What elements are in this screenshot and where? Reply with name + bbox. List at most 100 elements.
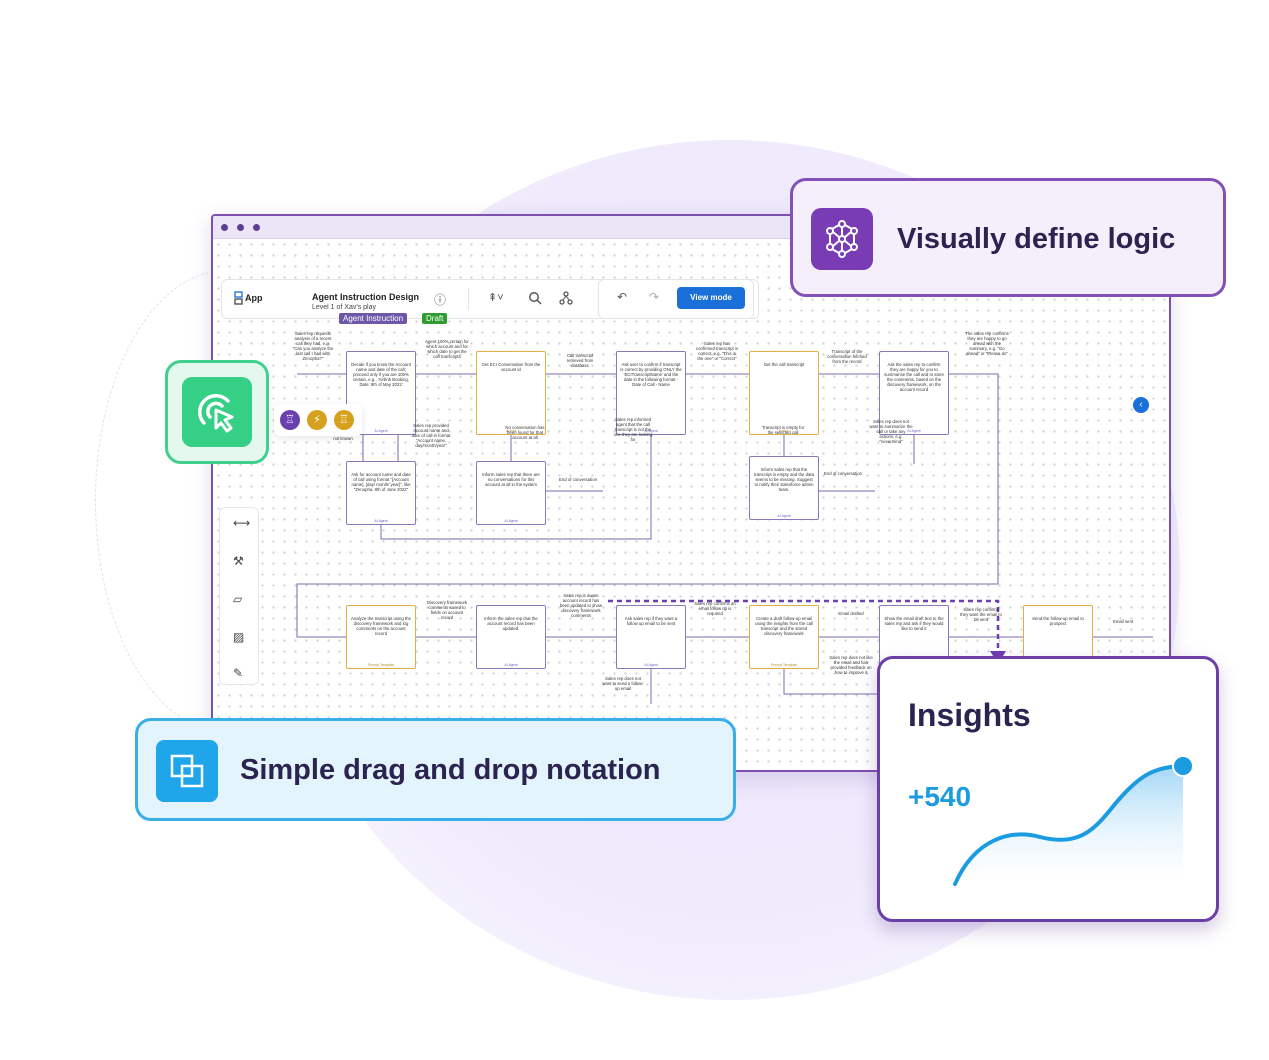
insights-value: +540: [908, 781, 972, 812]
app-window: App Agent Instruction Draft Agent Instru…: [211, 214, 1171, 772]
flow-node-type: AI Agent: [374, 429, 388, 433]
drag-drop-callout: Simple drag and drop notation: [135, 718, 736, 821]
flow-edge-label: End of conversation: [559, 477, 597, 482]
info-icon[interactable]: ⓘ: [434, 293, 447, 307]
document-title: Agent Instruction Design: [312, 292, 420, 302]
flow-node[interactable]: Ask sales rep if they want a follow up e…: [616, 605, 686, 669]
flow-edge-label: No conversation has been found for that …: [505, 425, 545, 440]
flow-node-text: Ask the sales rep to confirm they are ha…: [884, 362, 944, 392]
search-icon[interactable]: [528, 291, 542, 305]
flow-edge-label: Email sent: [1112, 619, 1134, 624]
flow-node-type: Prompt Template: [770, 663, 798, 667]
hammer-tool-icon[interactable]: ⚒: [233, 554, 244, 568]
magic-wand-icon[interactable]: ✎: [233, 666, 244, 680]
network-icon: [826, 220, 858, 258]
flow-node-type: AI Agent: [777, 514, 791, 518]
flow-edges: [296, 373, 1153, 704]
flow-node-type: AI Agent: [504, 519, 518, 523]
flow-node-text: Decide if you know the Account name and …: [351, 362, 411, 387]
window-dot-icon: [221, 224, 228, 231]
flow-node[interactable]: Inform the sales rep that the account re…: [476, 605, 546, 669]
flow-node[interactable]: Ask user to confirm if transcript is cor…: [616, 351, 686, 435]
flow-node[interactable]: Ask the sales rep to confirm they are ha…: [879, 351, 949, 435]
flow-node[interactable]: Ask for account name and date of call us…: [346, 461, 416, 525]
flow-node-type: AI Agent: [374, 519, 388, 523]
flow-node[interactable]: Create a draft follow-up email using the…: [749, 605, 819, 669]
node-type-badges: ♖ ⚡ ♖: [274, 404, 362, 436]
flow-edge-label: The sales rep confirms they are happy to…: [965, 331, 1009, 356]
network-icon-tile: [811, 208, 873, 270]
connector-tool-icon[interactable]: ⟷: [233, 516, 251, 530]
flow-node-type: AI Agent: [504, 663, 518, 667]
flow-node-type: Action: [779, 429, 789, 433]
flow-edge-label: Sales rep does not like the email and ha…: [829, 655, 873, 675]
flow-edge-label: Discovery framework comments saved to fi…: [426, 600, 468, 620]
flow-node-text: Get the call transcript: [763, 362, 805, 367]
flow-edge-label: Agent 100% certain for which account and…: [425, 339, 469, 359]
flow-node-text: Ask sales rep if they want a follow up e…: [624, 616, 678, 626]
drag-callout-text: Simple drag and drop notation: [240, 754, 661, 786]
flow-node-text: Get ECI Conversation from the account id: [481, 362, 541, 372]
flow-node-text: Create a draft follow-up email using the…: [755, 616, 813, 636]
flow-node-text: Ask for account name and date of call us…: [351, 472, 411, 492]
click-tool-card: [165, 360, 269, 464]
insights-card: Insights +540: [877, 656, 1219, 922]
flow-edge-label: End of conversation: [824, 471, 862, 476]
toolbar-divider: [468, 288, 469, 310]
flow-edge-label: Sales rep informed agent that the call t…: [613, 417, 653, 442]
flow-node-type: AI Agent: [644, 429, 658, 433]
logic-callout-text: Visually define logic: [897, 223, 1176, 255]
click-tool-tile: [182, 377, 252, 447]
app-button[interactable]: App: [245, 293, 263, 303]
flow-edge-label: Sales rep does not want to summarize the…: [869, 419, 913, 444]
trend-endpoint: [1172, 755, 1194, 777]
flow-node[interactable]: Get ECI Conversation from the account id…: [476, 351, 546, 435]
flow-edge-label: not known: [333, 436, 353, 441]
flow-node-type: AI Agent: [644, 663, 658, 667]
flow-edge-label: Sales rep is aware account record has be…: [559, 593, 603, 618]
flow-node[interactable]: Inform sales rep that there are no conve…: [476, 461, 546, 525]
undo-icon[interactable]: ↶: [617, 290, 628, 304]
sticky-note-icon[interactable]: ▱: [233, 592, 243, 606]
trend-line: [953, 764, 1185, 886]
agent-badge-icon[interactable]: ♖: [280, 410, 300, 430]
prompt-badge-icon[interactable]: ♖: [334, 410, 354, 430]
flow-edge-label: Sales rep provided account name and date…: [411, 423, 451, 448]
flow-node[interactable]: Inform sales rep that the transcript is …: [749, 456, 819, 520]
agent-instruction-tag: Agent Instruction: [339, 313, 408, 324]
insights-trend-chart: [953, 755, 1194, 886]
visually-define-logic-callout: Visually define logic: [790, 178, 1226, 297]
lightning-badge-icon[interactable]: ⚡: [307, 410, 327, 430]
share-icon[interactable]: [559, 291, 573, 305]
flow-edge-label: Sales rep confirms they want the email t…: [960, 607, 1002, 622]
flow-node-type: Action: [506, 429, 516, 433]
window-dot-icon: [237, 224, 244, 231]
trend-area: [955, 766, 1183, 884]
flow-node[interactable]: Analyze the transcript using the discove…: [346, 605, 416, 669]
window-dot-icon: [253, 224, 260, 231]
flow-node-text: Send the follow-up email to prospect: [1032, 616, 1084, 626]
flow-node-text: Inform sales rep that the transcript is …: [754, 467, 814, 492]
view-mode-button[interactable]: View mode: [677, 287, 745, 309]
flow-edge-label: Transcript of the conversation fetched f…: [827, 349, 867, 364]
redo-icon[interactable]: ↷: [649, 290, 660, 304]
flow-edge-label: Sales rep confirms an email follow up is…: [694, 601, 736, 616]
drag-icon-tile: [156, 740, 218, 802]
flow-node-text: Analyze the transcript using the discove…: [351, 616, 411, 636]
app-icon: [234, 291, 243, 305]
draft-badge: Draft: [422, 313, 448, 324]
collapse-panel-icon[interactable]: ‹: [1133, 397, 1149, 413]
flow-node-text: Inform the sales rep that the account re…: [484, 616, 538, 631]
drag-connector: [608, 599, 1000, 659]
flow-edge-label: Sales rep has confirmed transcript is co…: [695, 341, 739, 361]
flow-edge: [380, 435, 652, 540]
flow-edge-label: Sales rep does not want to send a follow…: [602, 676, 644, 691]
image-tool-icon[interactable]: ▨: [233, 630, 245, 644]
flow-edge: [296, 373, 999, 638]
side-toolbar: ⟷ ⚒ ▱ ▨ ✎: [219, 507, 259, 685]
insights-title: Insights: [908, 697, 1031, 733]
layers-icon: [170, 754, 204, 788]
flow-node-type: Prompt Template: [367, 663, 395, 667]
levels-icon[interactable]: ⇞˅: [488, 292, 504, 304]
